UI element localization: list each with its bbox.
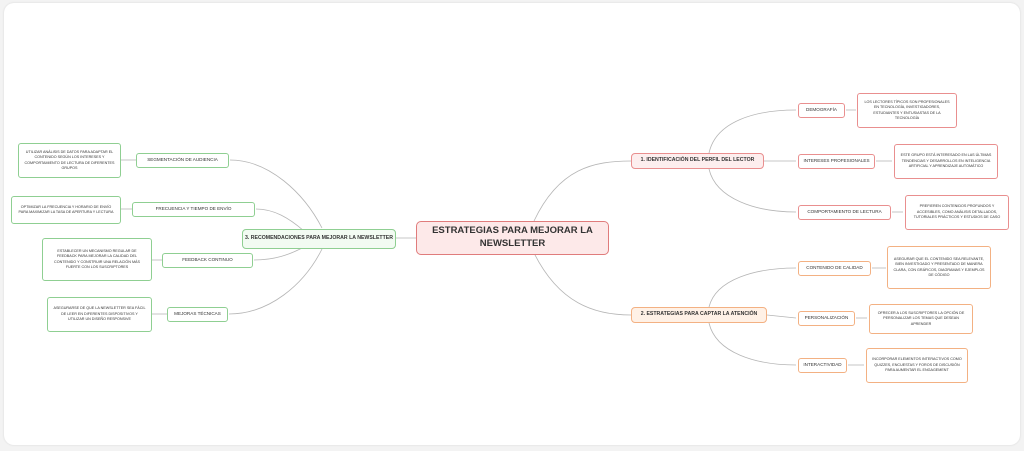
detail-segmentacion-audiencia[interactable]: UTILIZAR ANÁLISIS DE DATOS PARA ADAPTAR … (18, 143, 121, 178)
connector-lines (121, 109, 903, 366)
connector-b2-personalizacion (766, 314, 797, 319)
connector-b1-comportamiento (708, 168, 797, 213)
connector-b3-frecuencia (255, 208, 305, 232)
sub-frecuencia-envio[interactable]: FRECUENCIA Y TIEMPO DE ENVÍO (132, 202, 255, 217)
detail-mejoras-tecnicas[interactable]: ASEGURARSE DE QUE LA NEWSLETTER SEA FÁCI… (47, 297, 152, 332)
branch-2-node[interactable]: 2. ESTRATEGIAS PARA CAPTAR LA ATENCIÓN (631, 307, 767, 323)
mindmap-canvas: ESTRATEGIAS PARA MEJORAR LA NEWSLETTER 1… (4, 3, 1020, 445)
branch-3-node[interactable]: 3. RECOMENDACIONES PARA MEJORAR LA NEWSL… (242, 229, 396, 249)
detail-comportamiento-lectura[interactable]: PREFIEREN CONTENIDOS PROFUNDOS Y ACCESIB… (905, 195, 1009, 230)
sub-personalizacion[interactable]: PERSONALIZACIÓN (798, 311, 855, 326)
connector-root-branch-2 (533, 252, 632, 316)
sub-mejoras-tecnicas[interactable]: MEJORAS TÉCNICAS (167, 307, 228, 322)
connector-b2-calidad (708, 267, 797, 308)
sub-comportamiento-lectura[interactable]: COMPORTAMIENTO DE LECTURA (798, 205, 891, 220)
connector-b3-mejoras (228, 248, 323, 315)
connector-root-branch-1 (533, 160, 632, 222)
branch-1-node[interactable]: 1. IDENTIFICACIÓN DEL PERFIL DEL LECTOR (631, 153, 764, 169)
sub-segmentacion-audiencia[interactable]: SEGMENTACIÓN DE AUDIENCIA (136, 153, 229, 168)
connector-b1-demografia (708, 109, 797, 154)
sub-feedback-continuo[interactable]: FEEDBACK CONTINUO (162, 253, 253, 268)
detail-personalizacion[interactable]: OFRECER A LOS SUSCRIPTORES LA OPCIÓN DE … (869, 304, 973, 334)
connector-b2-interactividad (708, 322, 797, 366)
detail-contenido-calidad[interactable]: ASEGURAR QUE EL CONTENIDO SEA RELEVANTE,… (887, 246, 991, 289)
detail-frecuencia-envio[interactable]: OPTIMIZAR LA FRECUENCIA Y HORARIO DE ENV… (11, 196, 121, 224)
sub-intereses-profesionales[interactable]: INTERESES PROFESIONALES (798, 154, 875, 169)
connector-b3-segmentacion (229, 159, 323, 229)
sub-contenido-calidad[interactable]: CONTENIDO DE CALIDAD (798, 261, 871, 276)
detail-feedback-continuo[interactable]: ESTABLECER UN MECANISMO REGULAR DE FEEDB… (42, 238, 152, 281)
detail-intereses-profesionales[interactable]: ESTE GRUPO ESTÁ INTERESADO EN LAS ÚLTIMA… (894, 144, 998, 179)
detail-interactividad[interactable]: INCORPORAR ELEMENTOS INTERACTIVOS COMO Q… (866, 348, 968, 383)
sub-interactividad[interactable]: INTERACTIVIDAD (798, 358, 847, 373)
detail-demografia[interactable]: LOS LECTORES TÍPICOS SON PROFESIONALES E… (857, 93, 957, 128)
sub-demografia[interactable]: DEMOGRAFÍA (798, 103, 845, 118)
root-node[interactable]: ESTRATEGIAS PARA MEJORAR LA NEWSLETTER (416, 221, 609, 255)
